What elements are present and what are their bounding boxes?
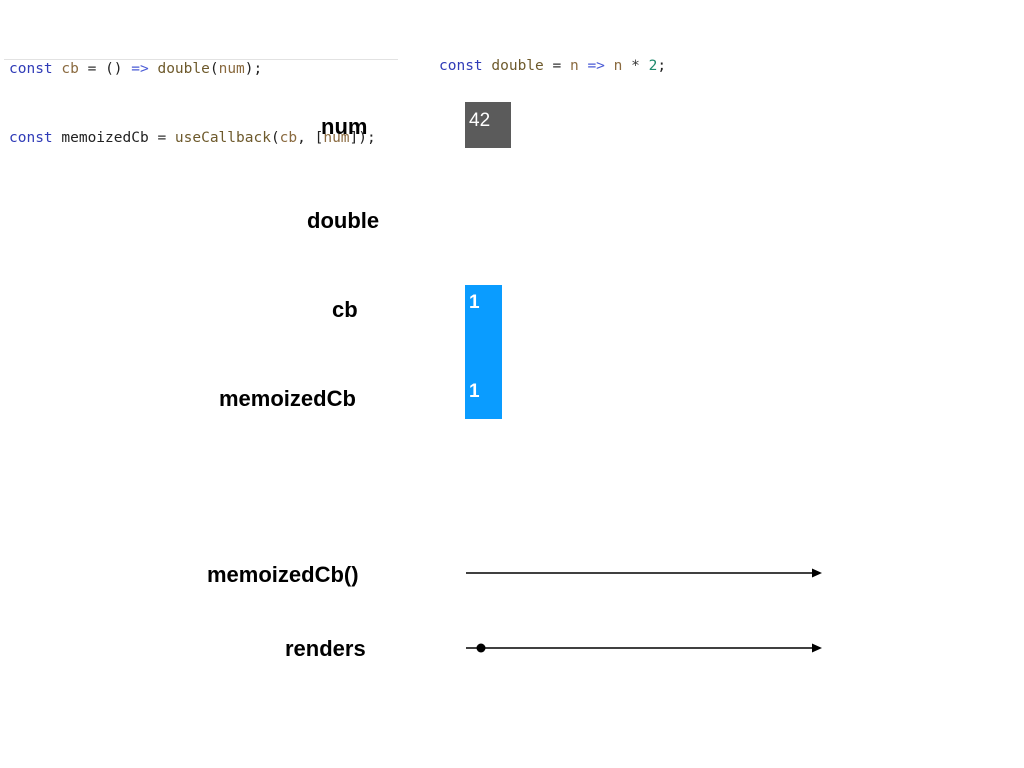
label-double: double <box>307 208 380 233</box>
code-divider <box>4 59 398 60</box>
label-cb: cb <box>332 297 358 322</box>
code-snippet-left: const cb = () => double(num); const memo… <box>9 12 376 173</box>
code-line-cb: const cb = () => double(num); <box>9 61 263 77</box>
code-snippet-right: const double = n => n * 2; <box>439 9 666 101</box>
label-num: num <box>321 114 368 139</box>
render-event-dot <box>476 643 486 653</box>
num-value: 42 <box>469 110 491 131</box>
label-memoizedcb: memoizedCb <box>219 386 356 411</box>
timeline-memoizedcb-call <box>466 568 822 578</box>
cb-identity-value: 1 <box>469 292 480 313</box>
timeline-renders-arrowhead <box>812 643 822 653</box>
label-renders: renders <box>285 636 366 661</box>
code-line-double: const double = n => n * 2; <box>439 58 667 74</box>
timeline-call-arrowhead <box>812 568 822 578</box>
label-memoizedcb-call: memoizedCb() <box>207 562 359 587</box>
num-value-box <box>465 102 511 148</box>
code-line-memoized: const memoizedCb = useCallback(cb, [num]… <box>9 130 376 146</box>
memoizedcb-identity-value: 1 <box>469 381 480 402</box>
callback-identity-box <box>465 285 502 419</box>
timeline-renders <box>466 643 822 653</box>
